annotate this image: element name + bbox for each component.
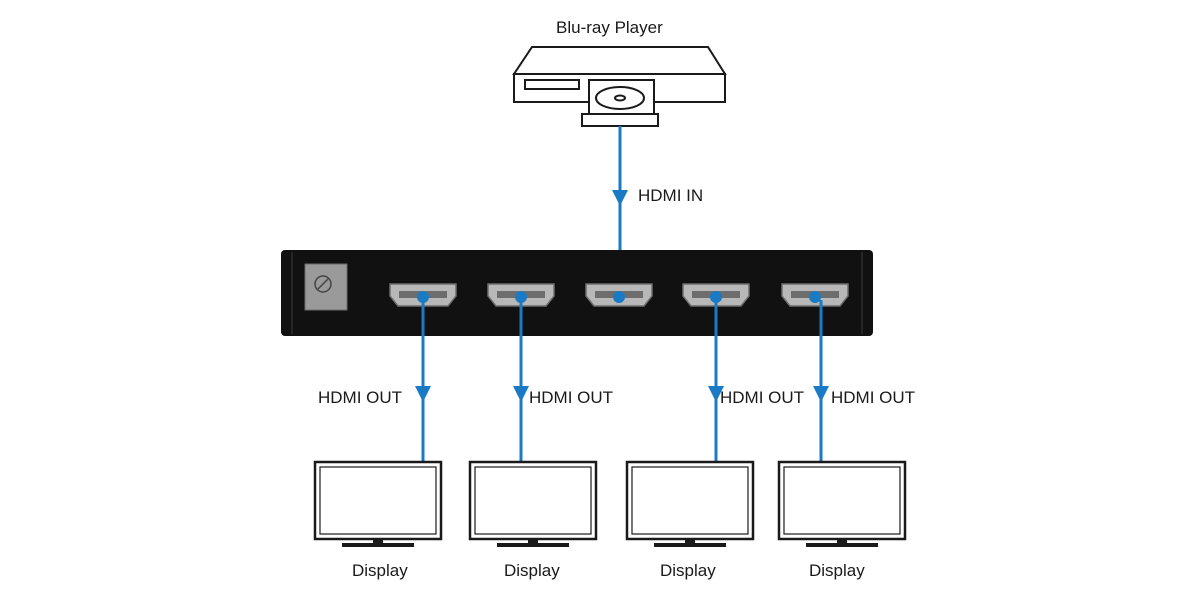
hdmi-out-label: HDMI OUT [720, 388, 805, 407]
hdmi-out-cable [513, 300, 529, 462]
power-jack-icon [304, 263, 348, 311]
hdmi-out-label: HDMI OUT [318, 388, 403, 407]
display-label: Display [504, 561, 560, 580]
source-label: Blu-ray Player [556, 18, 663, 37]
disc-icon [595, 86, 645, 110]
hdmi-splitter-body [281, 250, 873, 336]
hdmi-port-icon [781, 283, 849, 307]
hdmi-port-icon [487, 283, 555, 307]
hdmi-port-icon [389, 283, 457, 307]
displays [313, 460, 907, 547]
display-label: Display [809, 561, 865, 580]
hdmi-ports [389, 283, 849, 307]
display-icon [777, 460, 907, 547]
hdmi-in-label: HDMI IN [638, 186, 704, 205]
hdmi-out-cables [415, 300, 829, 462]
hdmi-port-icon [585, 283, 653, 307]
hdmi-out-label: HDMI OUT [529, 388, 614, 407]
display-label: Display [352, 561, 408, 580]
display-icon [625, 460, 755, 547]
display-icon [313, 460, 443, 547]
hdmi-out-cable [708, 300, 724, 462]
hdmi-out-cable [813, 300, 829, 462]
display-icon [468, 460, 598, 547]
display-label: Display [660, 561, 716, 580]
blu-ray-player-icon [512, 46, 727, 127]
hdmi-out-cable [415, 300, 431, 462]
hdmi-port-icon [682, 283, 750, 307]
hdmi-out-label: HDMI OUT [831, 388, 916, 407]
